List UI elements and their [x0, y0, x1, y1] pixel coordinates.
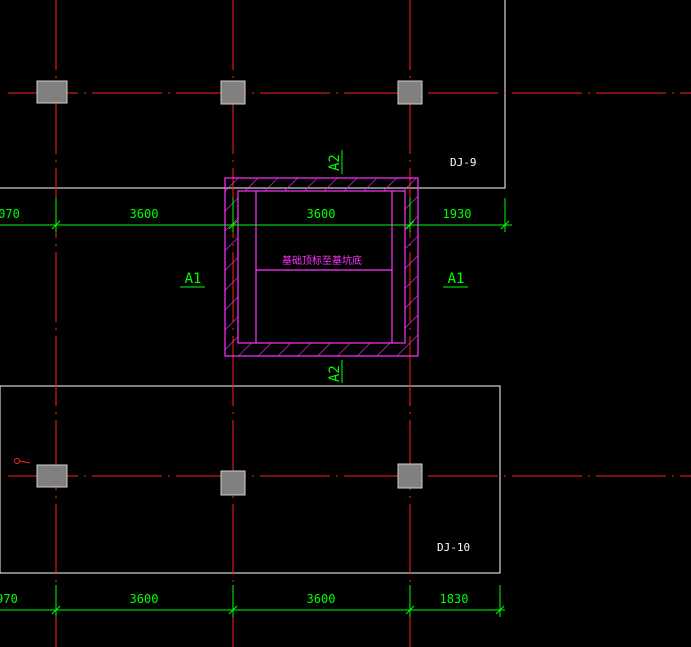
column-top-3: [397, 80, 423, 105]
pit: 基础顶标至基坑底: [224, 177, 419, 357]
column-bottom-1: [36, 464, 68, 488]
columns: [36, 80, 423, 496]
reference-marker-circle: [14, 458, 20, 464]
column-bottom-3: [397, 463, 423, 489]
pit-outer-wall: [224, 177, 419, 357]
dim-top-1: 070: [0, 207, 20, 221]
column-top-2: [220, 80, 246, 105]
foundation-dj10-outline: [0, 385, 501, 574]
dim-bottom-1: 970: [0, 592, 18, 606]
dimension-lines: [0, 198, 512, 617]
dim-bottom-ticks: [51, 605, 505, 615]
dim-bottom-4: 1830: [440, 592, 469, 606]
column-bottom-2: [220, 470, 246, 496]
foundation-dj9-label: DJ-9: [450, 156, 477, 169]
column-top-1: [36, 80, 68, 104]
dim-top-4: 1930: [443, 207, 472, 221]
dim-bottom-2: 3600: [130, 592, 159, 606]
dim-top-3: 3600: [307, 207, 336, 221]
dim-bottom-3: 3600: [307, 592, 336, 606]
pit-hatch: [225, 178, 418, 356]
dim-top-2: 3600: [130, 207, 159, 221]
section-a1-right: A1: [448, 271, 465, 287]
foundation-dj10-label: DJ-10: [437, 541, 470, 554]
section-markers: A2 A2 A1 A1: [180, 150, 468, 383]
dimension-texts: 070 3600 3600 1930 970 3600 3600 1830: [0, 207, 471, 606]
reference-marker: [14, 458, 31, 464]
pit-inner-wall: [237, 190, 406, 344]
axis-lines: [8, 0, 691, 647]
section-a1-left: A1: [185, 271, 202, 287]
reference-marker-line: [19, 460, 31, 464]
dim-top-ticks: [51, 220, 510, 230]
section-a2-bottom: A2: [327, 365, 343, 382]
foundation-outlines: [0, 0, 506, 574]
section-a2-top: A2: [327, 154, 343, 171]
pit-label: 基础顶标至基坑底: [282, 254, 362, 267]
foundation-dj9-outline: [0, 0, 506, 189]
